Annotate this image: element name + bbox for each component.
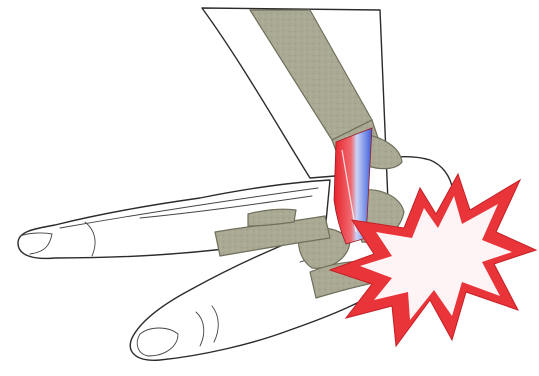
hand-injury-illustration (0, 0, 539, 376)
